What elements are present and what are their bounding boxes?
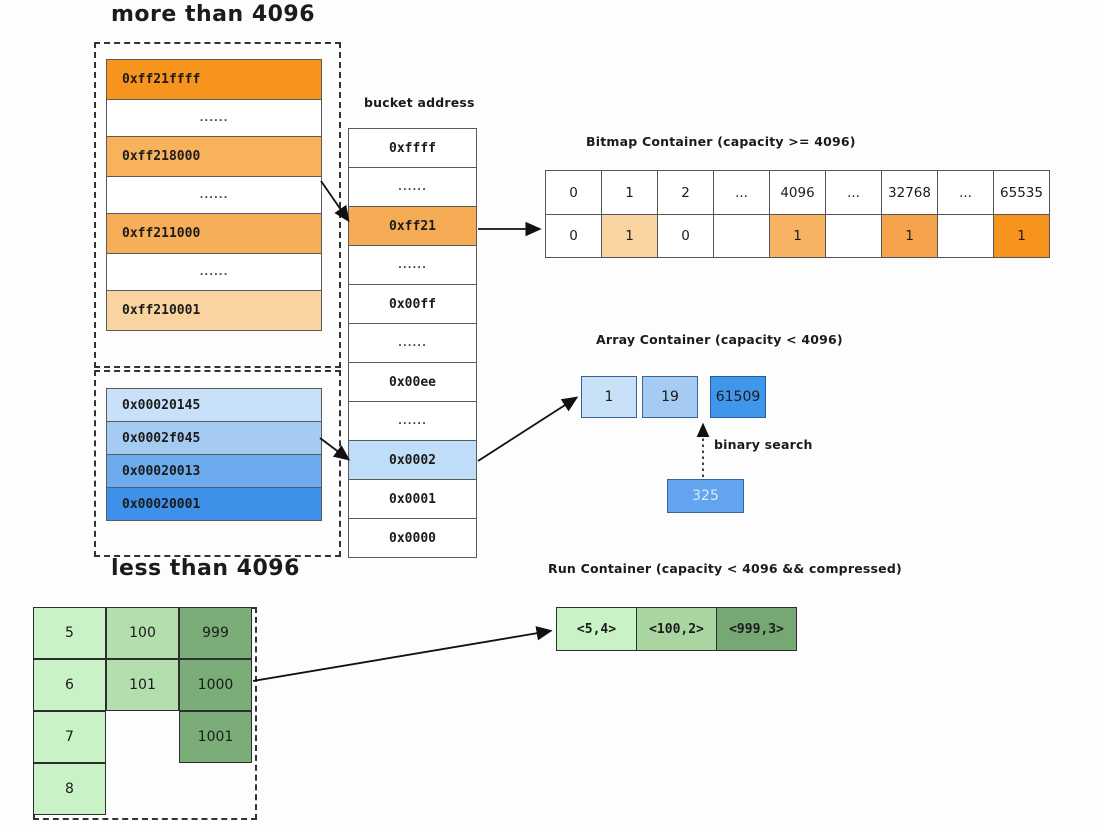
ellipsis-cell: ...... (106, 253, 322, 291)
bucket-row-ellipsis: ...... (348, 167, 477, 207)
value-grid-cell: 999 (179, 607, 252, 659)
bitmap-bit-cell: 0 (545, 214, 602, 258)
bitmap-bit-cell: 0 (657, 214, 714, 258)
array-element-cell: 61509 (710, 376, 766, 418)
bitmap-index-cell: 65535 (993, 170, 1050, 215)
high-value-cell: 0xff211000 (106, 213, 322, 254)
title-more-than-4096: more than 4096 (111, 2, 316, 27)
bitmap-bit-cell: 1 (769, 214, 826, 258)
bitmap-bit-cell: 1 (881, 214, 938, 258)
bucket-row-ellipsis: ...... (348, 245, 477, 285)
low-values-stack: 0x00020145 0x0002f045 0x00020013 0x00020… (106, 388, 322, 521)
binary-search-label: binary search (714, 437, 813, 452)
run-pair-cell: <100,2> (636, 607, 717, 651)
arrow-bucket-to-array (477, 396, 579, 462)
bucket-row-ellipsis: ...... (348, 401, 477, 441)
high-value-cell: 0xff21ffff (106, 59, 322, 100)
low-value-cell: 0x0002f045 (106, 421, 322, 455)
value-grid-cell: 1000 (179, 659, 252, 711)
bucket-row: 0xffff (348, 128, 477, 168)
bitmap-index-cell: 4096 (769, 170, 826, 215)
bitmap-bit-cell (825, 214, 882, 258)
high-values-stack: 0xff21ffff ...... 0xff218000 ...... 0xff… (106, 59, 322, 331)
ellipsis-cell: ...... (106, 176, 322, 214)
bitmap-index-cell: ... (937, 170, 994, 215)
value-grid-cell: 6 (33, 659, 106, 711)
low-value-cell: 0x00020145 (106, 388, 322, 422)
bitmap-bit-cell (713, 214, 770, 258)
bucket-row: 0x0001 (348, 479, 477, 519)
bitmap-index-cell: 32768 (881, 170, 938, 215)
run-pair-cell: <999,3> (716, 607, 797, 651)
value-grid-cell: 5 (33, 607, 106, 659)
low-values-dashed-box (94, 370, 341, 557)
bucket-address-column: 0xffff ...... 0xff21 ...... 0x00ff .....… (348, 128, 477, 558)
low-value-cell: 0x00020001 (106, 487, 322, 521)
bitmap-index-cell: ... (825, 170, 882, 215)
bitmap-index-cell: 0 (545, 170, 602, 215)
run-pair-cell: <5,4> (556, 607, 637, 651)
bucket-row: 0x00ee (348, 362, 477, 402)
bitmap-index-cell: 1 (601, 170, 658, 215)
bitmap-index-cell: ... (713, 170, 770, 215)
value-grid-cell: 100 (106, 607, 179, 659)
bitmap-container-table: 0 1 2 ... 4096 ... 32768 ... 65535 0 1 0… (545, 170, 1050, 258)
array-element-cell: 19 (642, 376, 698, 418)
array-element-cell: 1 (581, 376, 637, 418)
bitmap-container-title: Bitmap Container (capacity >= 4096) (586, 134, 856, 149)
high-value-cell: 0xff210001 (106, 290, 322, 331)
bucket-row-highlight-orange: 0xff21 (348, 206, 477, 246)
bucket-row-highlight-blue: 0x0002 (348, 440, 477, 480)
ellipsis-cell: ...... (106, 99, 322, 137)
value-grid-cell: 7 (33, 711, 106, 763)
value-grid-cell: 8 (33, 763, 106, 815)
bitmap-bit-cell: 1 (993, 214, 1050, 258)
low-value-cell: 0x00020013 (106, 454, 322, 488)
array-container-title: Array Container (capacity < 4096) (596, 332, 843, 347)
arrow-grid-to-run (252, 626, 553, 682)
title-less-than-4096: less than 4096 (111, 556, 300, 581)
bucket-row-ellipsis: ...... (348, 323, 477, 363)
bitmap-bit-cell (937, 214, 994, 258)
bitmap-bit-cell: 1 (601, 214, 658, 258)
bucket-address-label: bucket address (364, 95, 475, 110)
bucket-row: 0x0000 (348, 518, 477, 558)
high-value-cell: 0xff218000 (106, 136, 322, 177)
value-grid-cell: 1001 (179, 711, 252, 763)
bitmap-index-cell: 2 (657, 170, 714, 215)
search-query-box: 325 (667, 479, 744, 513)
bucket-row: 0x00ff (348, 284, 477, 324)
value-grid-cell: 101 (106, 659, 179, 711)
run-container-title: Run Container (capacity < 4096 && compre… (548, 561, 902, 576)
